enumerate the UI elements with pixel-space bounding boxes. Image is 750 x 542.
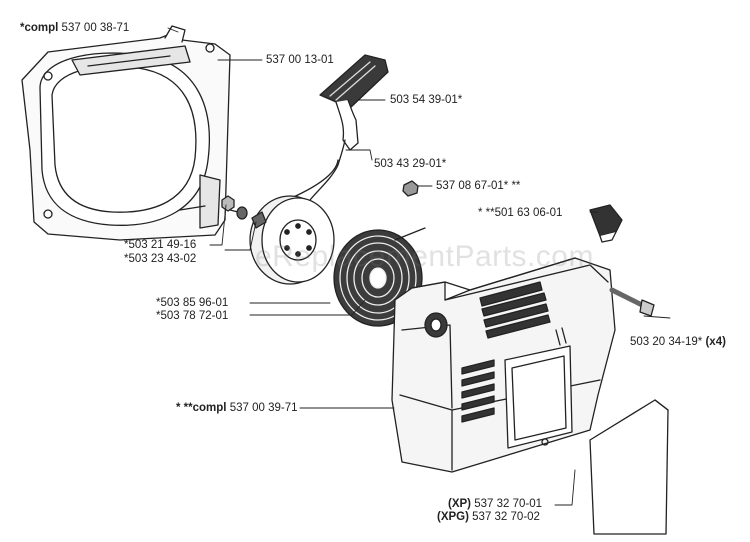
callout-fan-housing-compl[interactable]: *compl 537 00 38-71 xyxy=(20,22,129,35)
callout-537-08-67-01[interactable]: 537 08 67-01* ** xyxy=(436,180,521,192)
bushing-drawing xyxy=(402,180,419,197)
quantity-suffix: (x4) xyxy=(705,336,726,348)
part-number: 537 32 70-02 xyxy=(472,511,540,523)
leader-lines xyxy=(167,27,671,506)
rope-pulley-drawing xyxy=(249,195,335,285)
starter-cover-drawing xyxy=(391,257,616,473)
bolt-washer-drawing xyxy=(221,195,248,220)
part-number: 537 32 70-01 xyxy=(474,498,542,510)
fan-housing-drawing xyxy=(21,25,231,241)
part-number: 503 20 34-19* xyxy=(630,336,703,348)
callout-503-54-39-01[interactable]: 503 54 39-01* xyxy=(390,94,463,106)
screw-drawing xyxy=(609,287,655,317)
callout-503-85-96-01[interactable]: *503 85 96-01 xyxy=(156,297,229,309)
callout-503-43-29-01[interactable]: 503 43 29-01* xyxy=(374,158,447,170)
callout-501-63-06-01[interactable]: * **501 63 06-01 xyxy=(478,207,563,219)
intake-part-drawing xyxy=(589,204,623,243)
callout-503-20-34-19[interactable]: 503 20 34-19* (x4) xyxy=(630,336,726,349)
callout-decal-xp[interactable]: (XP) 537 32 70-01 xyxy=(448,498,542,511)
starter-handle-drawing xyxy=(309,54,389,201)
callout-prefix: *compl xyxy=(20,22,59,34)
part-number: 537 00 39-71 xyxy=(229,402,298,414)
callout-503-23-43-02[interactable]: *503 23 43-02 xyxy=(124,253,197,265)
callout-prefix: * **compl xyxy=(176,402,227,414)
watermark-text: eReplacementParts.com xyxy=(255,240,594,273)
part-number: 537 00 38-71 xyxy=(61,22,130,34)
callout-starter-cover-compl[interactable]: * **compl 537 00 39-71 xyxy=(176,402,298,415)
callout-537-00-13-01[interactable]: 537 00 13-01 xyxy=(266,54,334,66)
decal-drawing xyxy=(589,399,669,535)
callout-503-78-72-01[interactable]: *503 78 72-01 xyxy=(156,310,229,322)
model-prefix: (XPG) xyxy=(437,511,469,523)
callout-503-21-49-16[interactable]: *503 21 49-16 xyxy=(124,239,197,251)
callout-decal-xpg[interactable]: (XPG) 537 32 70-02 xyxy=(437,511,540,524)
model-prefix: (XP) xyxy=(448,498,471,510)
